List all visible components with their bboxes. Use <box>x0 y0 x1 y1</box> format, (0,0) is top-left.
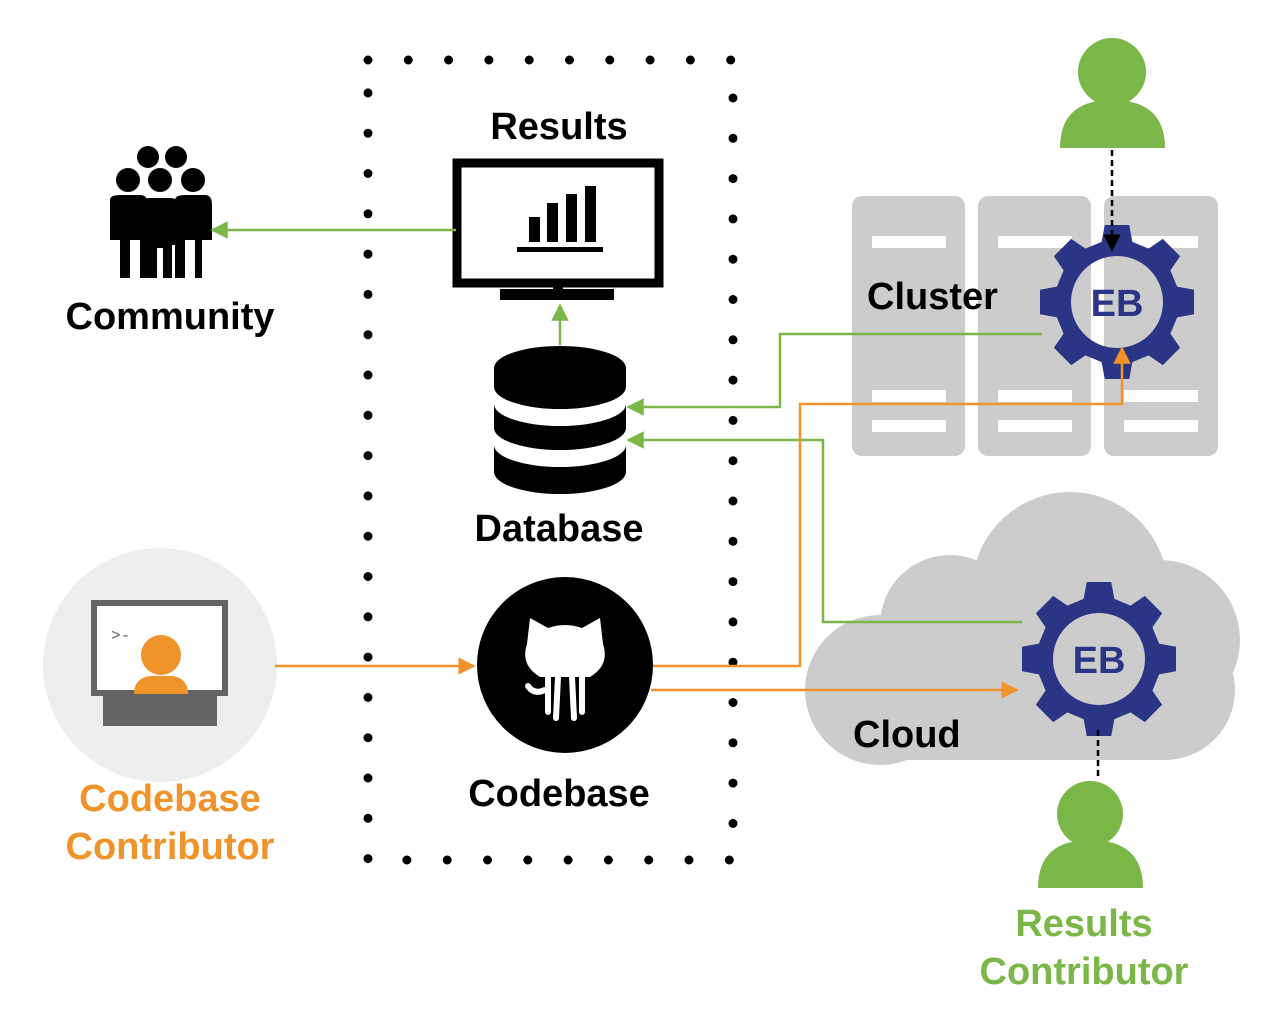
gear-shape <box>1040 225 1194 379</box>
codebase-contributor-line2: Contributor <box>65 826 275 868</box>
results-contributor-line1: Results <box>1015 903 1153 945</box>
codebase-contributor-label: Codebase Contributor <box>66 775 275 871</box>
gear-shape <box>1022 582 1176 736</box>
person-icon <box>1060 38 1165 148</box>
community-group-icon <box>110 146 212 278</box>
gear-icon <box>1022 582 1176 736</box>
database-icon <box>494 346 626 494</box>
github-octocat-icon <box>477 577 653 753</box>
database-label: Database <box>474 508 644 550</box>
eb-cloud-label: EB <box>1072 640 1126 682</box>
system-boundary <box>363 55 738 865</box>
black-dashed-arrows <box>1096 150 1121 780</box>
orange-arrows <box>275 346 1131 699</box>
cloud-label: Cloud <box>853 714 961 756</box>
green-arrows <box>210 221 1042 624</box>
cluster-label: Cluster <box>867 276 998 318</box>
gear-icon <box>1040 225 1194 379</box>
results-contributor-label: Results Contributor <box>980 900 1189 996</box>
codebase-label: Codebase <box>468 773 650 815</box>
eb-cluster-label: EB <box>1090 283 1144 325</box>
codebase-contributor-icon: >- <box>43 548 277 782</box>
results-label: Results <box>490 106 628 148</box>
results-contributor-line2: Contributor <box>979 951 1189 993</box>
monitor-chart-icon <box>452 158 664 300</box>
person-icon <box>1038 781 1143 888</box>
community-label: Community <box>65 296 275 338</box>
codebase-contributor-line1: Codebase <box>79 778 261 820</box>
svg-text:>-: >- <box>111 627 130 645</box>
